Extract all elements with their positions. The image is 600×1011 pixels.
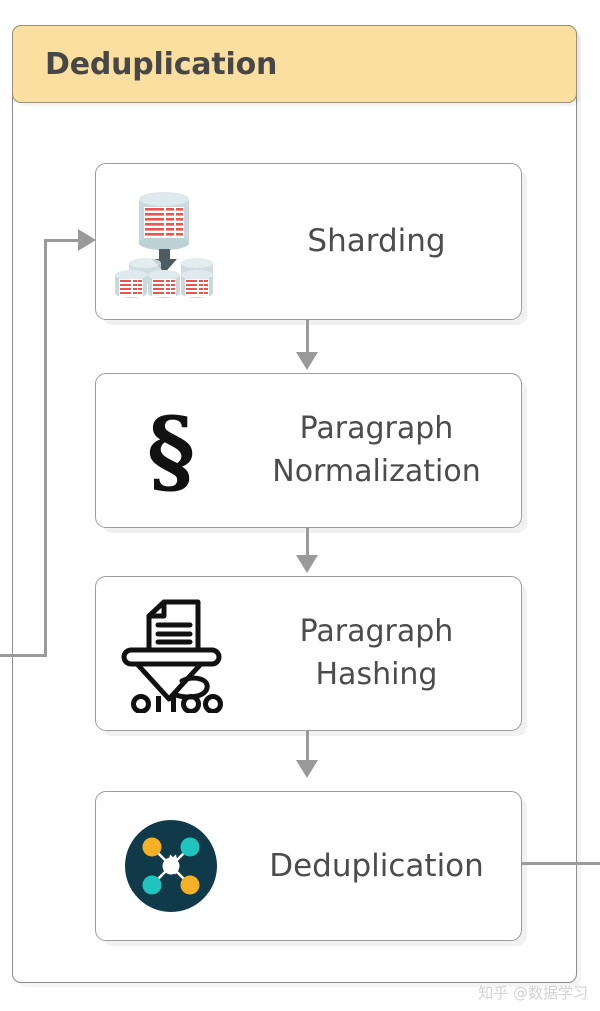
outbound-connector-horizontal <box>521 862 600 865</box>
connector-sharding-to-normalization <box>306 320 309 356</box>
network-nodes-deduplication-icon <box>96 818 246 914</box>
step-label-paragraph-hashing: Paragraph Hashing <box>246 611 521 696</box>
step-label-line-2: Hashing <box>315 656 438 692</box>
section-sign-icon: § <box>96 405 246 497</box>
arrow-head-sharding-to-normalization-icon <box>296 352 318 370</box>
database-sharding-icon <box>96 183 246 301</box>
inbound-arrow-head-icon <box>78 229 96 251</box>
inbound-connector-horizontal-upper <box>44 239 81 242</box>
step-card-sharding[interactable]: Sharding <box>95 163 522 320</box>
watermark: 知乎 @数据学习 <box>478 984 588 1002</box>
document-funnel-hash-icon <box>96 595 246 713</box>
connector-hashing-to-deduplication <box>306 731 309 764</box>
connector-normalization-to-hashing <box>306 528 309 559</box>
step-card-paragraph-hashing[interactable]: Paragraph Hashing <box>95 576 522 731</box>
step-label-line-1: Paragraph <box>299 613 454 649</box>
group-header-banner: Deduplication <box>12 25 577 103</box>
inbound-connector-horizontal-lower <box>0 654 47 657</box>
inbound-connector-vertical <box>44 239 47 657</box>
arrow-head-hashing-to-deduplication-icon <box>296 760 318 778</box>
section-sign-glyph: § <box>146 396 196 505</box>
step-label-line-2: Normalization <box>272 453 481 489</box>
arrow-head-normalization-to-hashing-icon <box>296 555 318 573</box>
step-card-paragraph-normalization[interactable]: § Paragraph Normalization <box>95 373 522 528</box>
step-card-deduplication[interactable]: Deduplication <box>95 791 522 941</box>
step-label-line-1: Paragraph <box>299 410 454 446</box>
step-label-deduplication: Deduplication <box>269 847 484 884</box>
step-label-sharding: Sharding <box>307 223 446 260</box>
page-title: Deduplication <box>45 46 278 82</box>
step-label-paragraph-normalization: Paragraph Normalization <box>246 408 521 493</box>
